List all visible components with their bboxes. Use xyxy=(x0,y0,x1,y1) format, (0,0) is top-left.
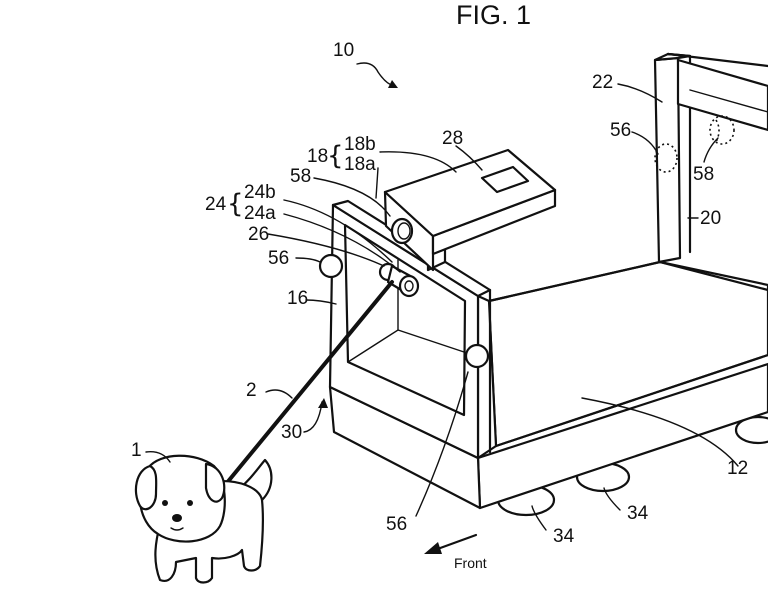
front-direction-arrow: Front xyxy=(424,533,487,571)
leader-lines xyxy=(145,62,739,531)
label-56-bottom: 56 xyxy=(386,514,407,535)
label-20: 20 xyxy=(700,208,721,229)
label-58-left: 58 xyxy=(290,166,311,187)
label-56-right: 56 xyxy=(610,120,631,141)
figure-title: FIG. 1 xyxy=(456,0,531,30)
display-28 xyxy=(480,165,530,194)
brace-18: { xyxy=(327,141,344,171)
front-label: Front xyxy=(454,555,487,571)
sensors-56 xyxy=(318,115,735,369)
label-18b: 18b xyxy=(344,134,376,155)
label-18: 18 xyxy=(307,146,328,167)
label-1: 1 xyxy=(131,440,142,461)
label-58-right: 58 xyxy=(693,164,714,185)
leash-30 xyxy=(219,280,394,492)
brace-24: { xyxy=(227,189,244,219)
label-2: 2 xyxy=(246,380,257,401)
label-22: 22 xyxy=(592,72,613,93)
label-30: 30 xyxy=(281,422,302,443)
top-frame-22 xyxy=(666,52,768,132)
label-12: 12 xyxy=(727,458,748,479)
label-34-bottom: 34 xyxy=(553,526,575,547)
cart-body xyxy=(328,199,768,510)
label-28: 28 xyxy=(442,128,463,149)
reference-labels: 10 22 28 18 { 18b 18a 58 24 { 24b 24a 26… xyxy=(131,40,748,547)
label-10: 10 xyxy=(333,40,354,61)
sensor-unit-18 xyxy=(383,148,557,272)
leash-reel-24 xyxy=(378,262,420,298)
label-16: 16 xyxy=(287,288,308,309)
label-24a: 24a xyxy=(244,203,276,224)
label-34-right: 34 xyxy=(627,503,649,524)
label-24: 24 xyxy=(205,194,227,215)
label-26: 26 xyxy=(248,224,269,245)
dog-1 xyxy=(134,454,273,584)
label-56-left: 56 xyxy=(268,248,289,269)
label-18a: 18a xyxy=(344,154,376,175)
label-24b: 24b xyxy=(244,182,276,203)
